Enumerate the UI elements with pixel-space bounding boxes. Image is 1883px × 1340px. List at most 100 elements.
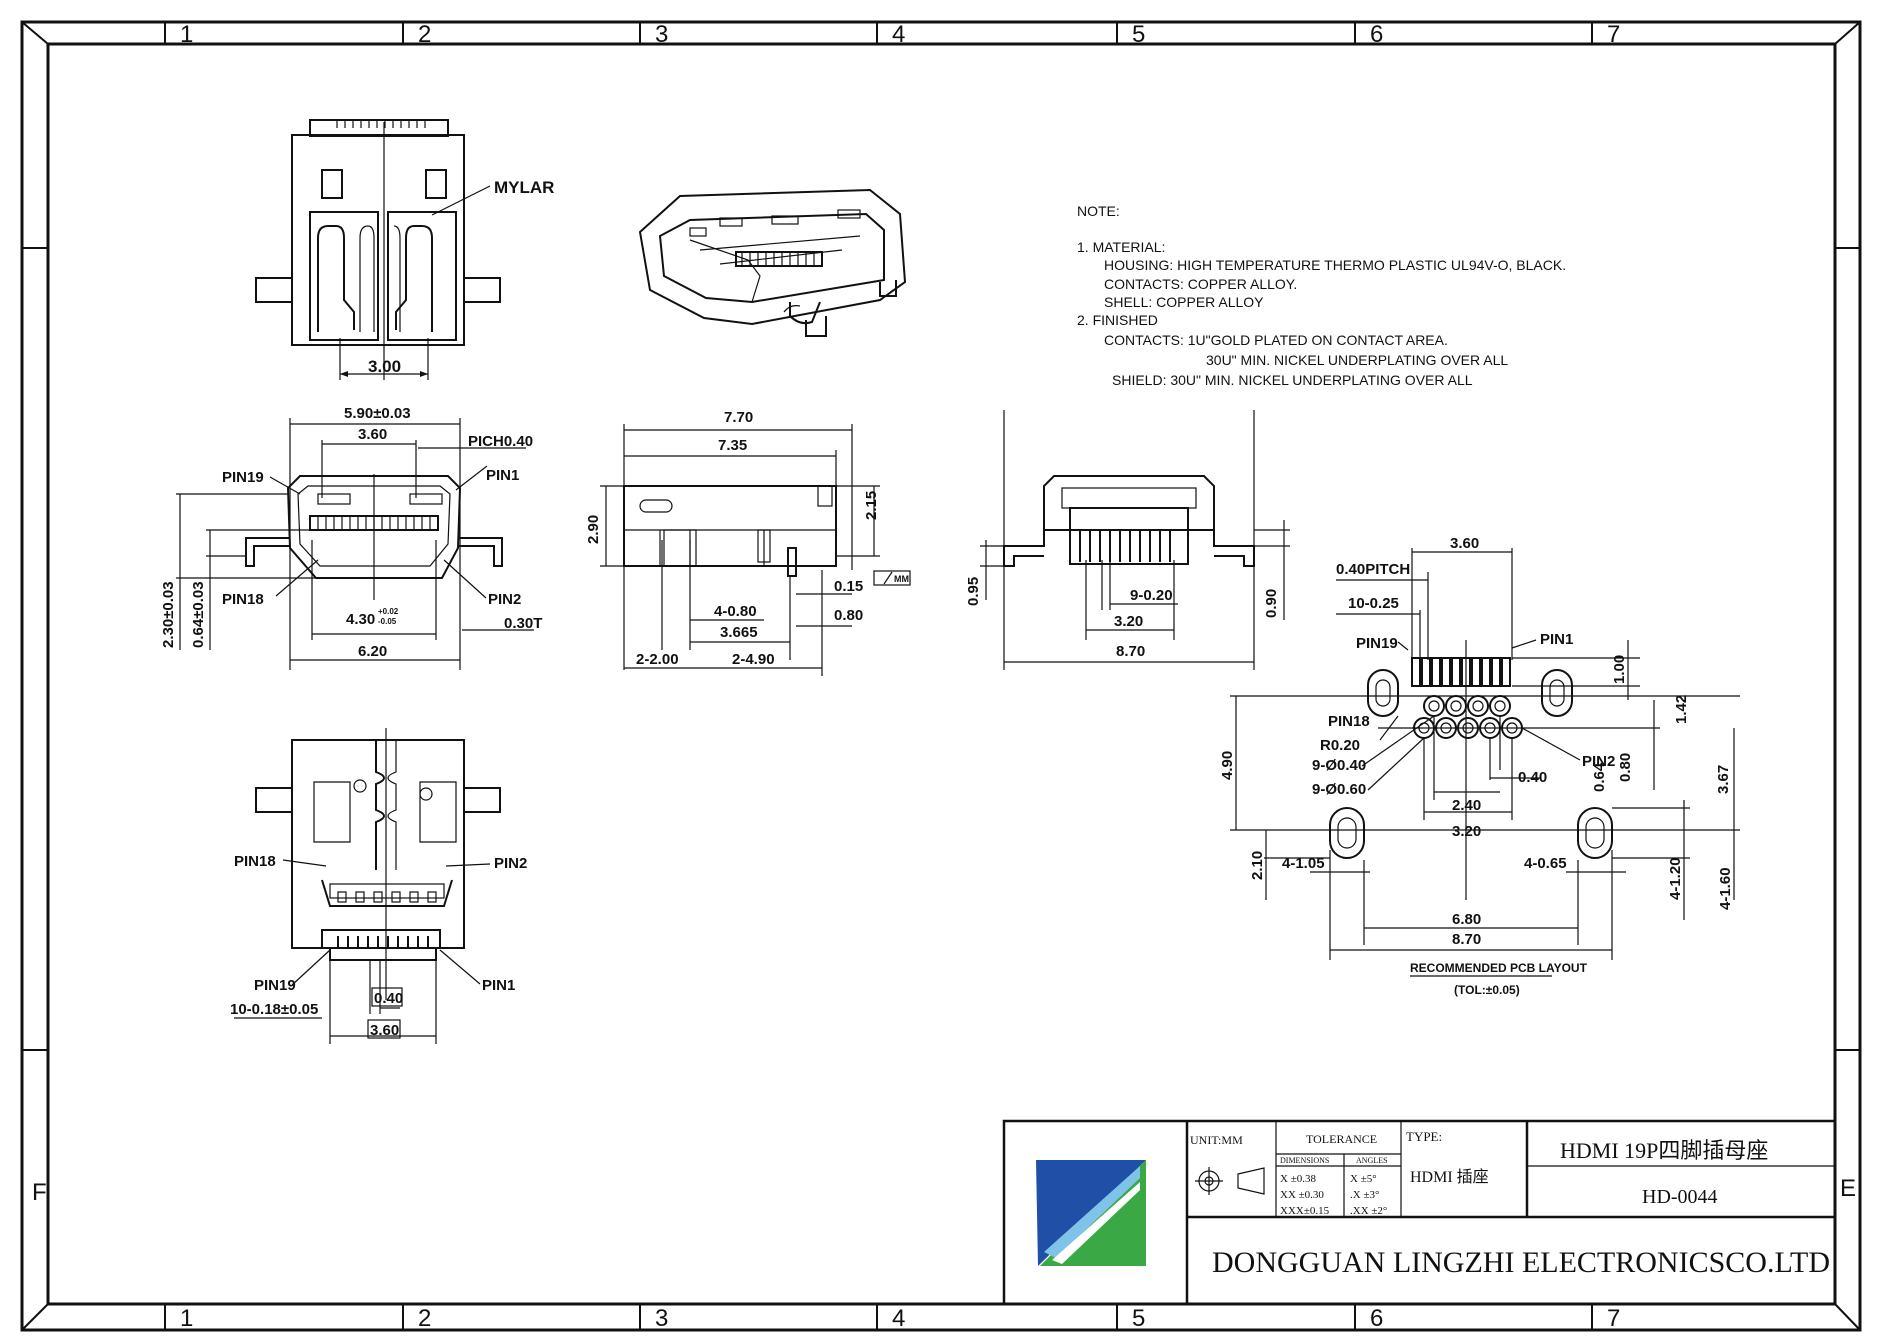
- tolerance-dimensions-heading: DIMENSIONS: [1280, 1156, 1329, 1165]
- note-line-5: 2. FINISHED: [1077, 312, 1158, 328]
- pcb-dim-0-80: 0.80: [1617, 753, 1634, 782]
- pcb-label-pin2: PIN2: [1582, 753, 1615, 770]
- pcb-tolerance: (TOL:±0.05): [1454, 983, 1520, 997]
- pcb-dim-2-40: 2.40: [1452, 797, 1481, 814]
- note-line-8: SHIELD: 30U" MIN. NICKEL UNDERPLATING OV…: [1112, 372, 1473, 388]
- dim-3-665: 3.665: [720, 624, 758, 641]
- pcb-dim-6-80: 6.80: [1452, 911, 1481, 928]
- dim-pitch: PICH0.40: [468, 433, 533, 450]
- pcb-dim-r0-20: R0.20: [1320, 737, 1360, 754]
- dim-0-95: 0.95: [965, 577, 982, 606]
- pcb-dim-8-70: 8.70: [1452, 931, 1481, 948]
- dim-3-00: 3.00: [368, 357, 401, 376]
- col-label-bottom-1: 1: [180, 1305, 193, 1332]
- dim-7-35: 7.35: [718, 437, 747, 454]
- pcb-layout: 3.60 0.40PITCH 10-0.25 PIN19 PIN1 1.00 1…: [1219, 535, 1740, 997]
- dim-7-70: 7.70: [724, 409, 753, 426]
- dim-2-2-00: 2-2.00: [636, 651, 679, 668]
- dim-9-0-20: 9-0.20: [1130, 587, 1173, 604]
- col-label-top-2: 2: [418, 21, 431, 48]
- col-label-top-6: 6: [1370, 21, 1383, 48]
- dim-6-20: 6.20: [358, 643, 387, 660]
- front-view: 5.90±0.03 3.60 PICH0.40 PIN1 PIN19 PIN18…: [160, 405, 542, 670]
- title-block: UNIT:MM TOLERANCE DIMENSIONS ANGLES X ±0…: [1002, 1119, 1837, 1306]
- pcb-dim-0-40: 0.40: [1518, 769, 1547, 786]
- col-label-bottom-7: 7: [1607, 1305, 1620, 1332]
- note-line-1: 1. MATERIAL:: [1077, 239, 1165, 255]
- pcb-label-pin19: PIN19: [1356, 635, 1398, 652]
- col-label-bottom-6: 6: [1370, 1305, 1383, 1332]
- pcb-caption: RECOMMENDED PCB LAYOUT: [1410, 961, 1588, 975]
- dim-2-90: 2.90: [585, 515, 602, 544]
- unit-label: UNIT:MM: [1190, 1133, 1243, 1147]
- dim-5-90: 5.90±0.03: [344, 405, 411, 422]
- dim-bottom-3-60: 3.60: [370, 1022, 399, 1039]
- note-line-4: SHELL: COPPER ALLOY: [1104, 294, 1264, 310]
- col-label-bottom-3: 3: [655, 1305, 668, 1332]
- dim-3-60: 3.60: [358, 426, 387, 443]
- pcb-pitch: 0.40PITCH: [1336, 561, 1410, 578]
- notes-block: NOTE: 1. MATERIAL: HOUSING: HIGH TEMPERA…: [1077, 203, 1566, 388]
- type-label: TYPE:: [1406, 1129, 1442, 1144]
- col-label-bottom-5: 5: [1132, 1305, 1145, 1332]
- dim-3-20: 3.20: [1114, 613, 1143, 630]
- notes-heading: NOTE:: [1077, 203, 1120, 219]
- label-mylar: MYLAR: [494, 178, 554, 197]
- tolerance-heading: TOLERANCE: [1306, 1132, 1377, 1146]
- drawing-title: HDMI 19P四脚插母座: [1560, 1138, 1768, 1163]
- dim-8-70: 8.70: [1116, 643, 1145, 660]
- row-label-right: E: [1840, 1175, 1856, 1202]
- company-name: DONGGUAN LINGZHI ELECTRONICSCO.LTD: [1212, 1246, 1830, 1279]
- pcb-dim-4-90: 4.90: [1219, 751, 1236, 780]
- tol-ang-row-1: X ±5°: [1350, 1173, 1377, 1185]
- pcb-dim-4-1-05: 4-1.05: [1282, 855, 1325, 872]
- pcb-dim-9-0-60: 9-Ø0.60: [1312, 781, 1366, 798]
- pcb-dim-3-67: 3.67: [1715, 765, 1732, 794]
- pcb-dim-1-00: 1.00: [1611, 655, 1628, 684]
- dim-0-90: 0.90: [1263, 589, 1280, 618]
- bottom-label-pin19: PIN19: [254, 977, 296, 994]
- label-pin1: PIN1: [486, 467, 519, 484]
- pcb-dim-2-10: 2.10: [1249, 851, 1266, 880]
- label-pin18: PIN18: [222, 591, 264, 608]
- tol-ang-row-2: .X ±3°: [1350, 1189, 1379, 1201]
- note-line-7: 30U" MIN. NICKEL UNDERPLATING OVER ALL: [1206, 352, 1508, 368]
- isometric-view: [638, 188, 907, 337]
- pcb-dim-4-0-65: 4-0.65: [1524, 855, 1567, 872]
- dim-0-15: 0.15: [834, 578, 863, 595]
- note-line-3: CONTACTS: COPPER ALLOY.: [1104, 276, 1297, 292]
- col-label-bottom-2: 2: [418, 1305, 431, 1332]
- label-pin19: PIN19: [222, 469, 264, 486]
- note-line-2: HOUSING: HIGH TEMPERATURE THERMO PLASTIC…: [1104, 257, 1566, 273]
- tol-dim-row-2: XX ±0.30: [1280, 1189, 1324, 1201]
- pcb-dim-3-20: 3.20: [1452, 823, 1481, 840]
- bottom-label-pin18: PIN18: [234, 853, 276, 870]
- col-label-top-7: 7: [1607, 21, 1620, 48]
- pcb-dim-4-1-60: 4-1.60: [1717, 867, 1734, 910]
- dim-4-30: 4.30: [346, 611, 375, 628]
- dim-2-15: 2.15: [863, 491, 880, 520]
- col-label-top-5: 5: [1132, 21, 1145, 48]
- dim-2-4-90: 2-4.90: [732, 651, 775, 668]
- tolerance-angles-heading: ANGLES: [1356, 1156, 1388, 1165]
- note-line-6: CONTACTS: 1U"GOLD PLATED ON CONTACT AREA…: [1104, 332, 1448, 348]
- pcb-dim-9-0-40: 9-Ø0.40: [1312, 757, 1366, 774]
- col-label-top-4: 4: [892, 21, 905, 48]
- dim-0-80: 0.80: [834, 607, 863, 624]
- dim-0-30t: 0.30T: [504, 615, 542, 632]
- dim-bottom-0-40: 0.40: [374, 990, 403, 1007]
- column-markers: 1 2 3 4 5 6 7 1 2 3 4 5 6 7 F E: [32, 21, 1856, 1332]
- pcb-dim-0-64: 0.64: [1591, 762, 1608, 792]
- side-view: MM 7.70 7.35 2.90 2.15 0.15 0.80 4-0.80 …: [585, 409, 911, 676]
- rear-view: 0.95 0.90 9-0.20 3.20 8.70: [965, 410, 1290, 670]
- bottom-view: PIN18 PIN2 PIN19 PIN1 10-0.18±0.05 0.40 …: [230, 728, 527, 1044]
- dim-4-30-tol-dn: -0.05: [378, 617, 397, 626]
- dim-2-30: 2.30±0.03: [160, 581, 177, 648]
- pcb-label-pin18: PIN18: [1328, 713, 1370, 730]
- company-logo: [1036, 1160, 1146, 1266]
- part-number: HD-0044: [1642, 1186, 1718, 1208]
- pcb-label-pin1: PIN1: [1540, 631, 1573, 648]
- tol-ang-row-3: .XX ±2°: [1350, 1205, 1387, 1217]
